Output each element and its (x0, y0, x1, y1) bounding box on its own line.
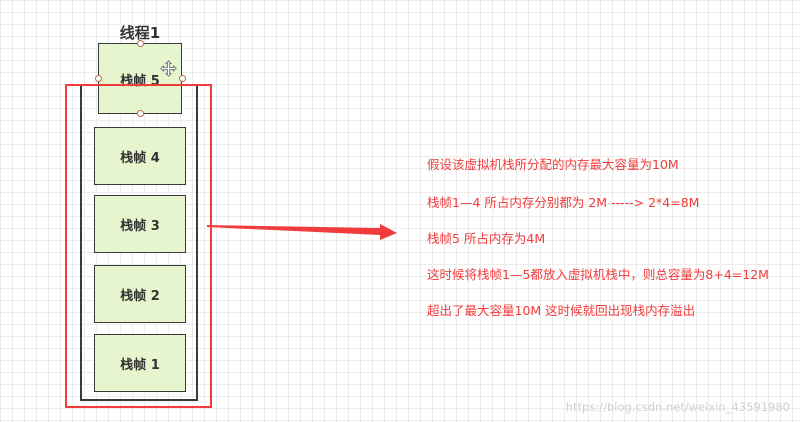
note-line-1: 假设该虚拟机栈所分配的内存最大容量为10M (427, 157, 679, 172)
stack-frame-2[interactable]: 栈帧 2 (94, 265, 186, 323)
note-line-2: 栈帧1—4 所占内存分别都为 2M -----> 2*4=8M (427, 195, 700, 210)
stack-frame-label: 栈帧 3 (120, 218, 160, 234)
note-line-4: 这时候将栈帧1—5都放入虚拟机栈中，则总容量为8+4=12M (427, 267, 769, 282)
thread-title: 线程1 (119, 24, 161, 42)
note-line-5: 超出了最大容量10M 这时候就回出现栈内存溢出 (427, 303, 696, 318)
stack-frame-3[interactable]: 栈帧 3 (94, 195, 186, 253)
stack-container (80, 85, 198, 401)
resize-handle-top[interactable] (137, 40, 144, 47)
stack-frame-1[interactable]: 栈帧 1 (94, 334, 186, 392)
move-icon[interactable] (160, 60, 177, 77)
stack-frame-label: 栈帧 1 (120, 357, 160, 373)
resize-handle-bottom[interactable] (137, 110, 144, 117)
note-line-3: 栈帧5 所占内存为4M (427, 231, 546, 246)
resize-handle-left[interactable] (95, 75, 102, 82)
stack-frame-4[interactable]: 栈帧 4 (94, 127, 186, 185)
stack-frame-label: 栈帧 4 (120, 150, 160, 166)
watermark: https://blog.csdn.net/weixin_43591980 (565, 400, 790, 414)
resize-handle-right[interactable] (179, 75, 186, 82)
stack-frame-label: 栈帧 2 (120, 288, 160, 304)
overflow-highlight-box (65, 84, 212, 408)
